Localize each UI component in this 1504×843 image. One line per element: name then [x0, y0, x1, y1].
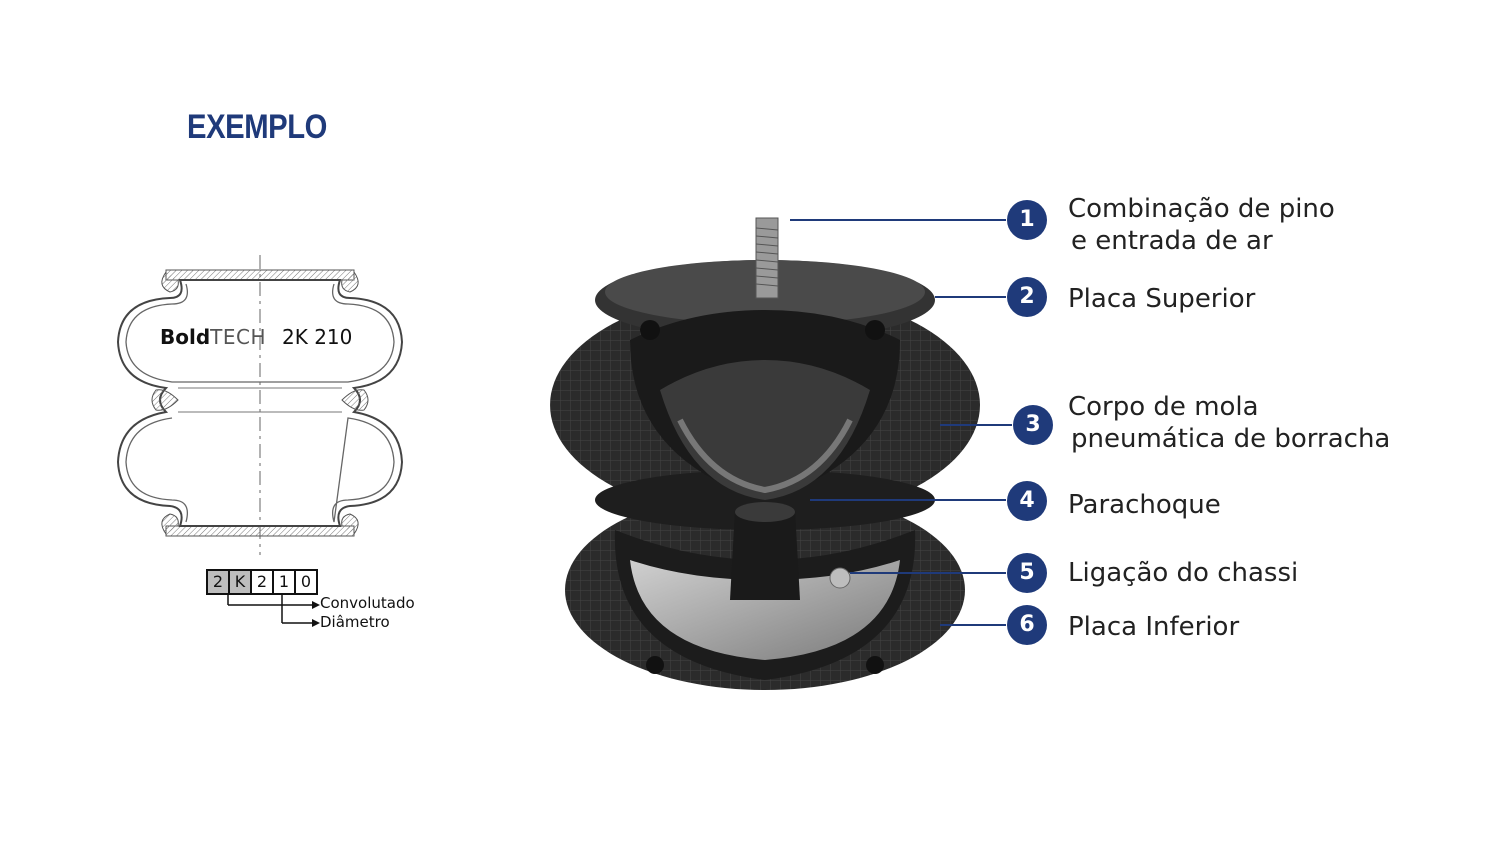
callout-number-3: 3 [1013, 405, 1053, 445]
brand-thin-text: TECH [210, 325, 267, 349]
model-label: 2K 210 [282, 325, 353, 349]
callout-number-4: 4 [1007, 481, 1047, 521]
callout-1-line2: e entrada de ar [1071, 226, 1273, 256]
bellows-outline-drawing [116, 255, 404, 555]
code-arrows [227, 593, 320, 627]
callout-number-2: 2 [1007, 277, 1047, 317]
callout-text-6: Placa Inferior [1068, 612, 1240, 642]
callout-text-3: Corpo de mola pneumática de borracha [1068, 391, 1390, 455]
page-title: EXEMPLO [187, 108, 327, 146]
callout-text-1: Combinação de pino e entrada de ar [1068, 193, 1335, 257]
code-cell-convolutions: 2 [208, 571, 230, 593]
code-cell-diameter-2: 1 [274, 571, 296, 593]
code-cell-series: K [230, 571, 252, 593]
callout-number-1: 1 [1007, 200, 1047, 240]
callout-3-line2: pneumática de borracha [1071, 424, 1391, 454]
brand-bold-text: Bold [160, 325, 211, 349]
air-spring-cutaway-illustration [550, 217, 980, 690]
code-cell-diameter-3: 0 [300, 572, 312, 591]
callout-text-2: Placa Superior [1068, 284, 1256, 314]
callout-text-5: Ligação do chassi [1068, 558, 1299, 588]
callout-1-line1: Combinação de pino [1068, 194, 1335, 224]
label-diameter: Diâmetro [320, 613, 390, 631]
model-code-box: 2 K 2 1 0 [206, 569, 318, 595]
label-convoluted: Convolutado [320, 594, 415, 612]
callout-number-6: 6 [1007, 605, 1047, 645]
callout-number-5: 5 [1007, 553, 1047, 593]
code-cell-diameter-1: 2 [252, 571, 274, 593]
callout-text-4: Parachoque [1068, 490, 1221, 520]
brand-label: BoldTECH [160, 325, 266, 349]
callout-3-line1: Corpo de mola [1068, 392, 1259, 422]
